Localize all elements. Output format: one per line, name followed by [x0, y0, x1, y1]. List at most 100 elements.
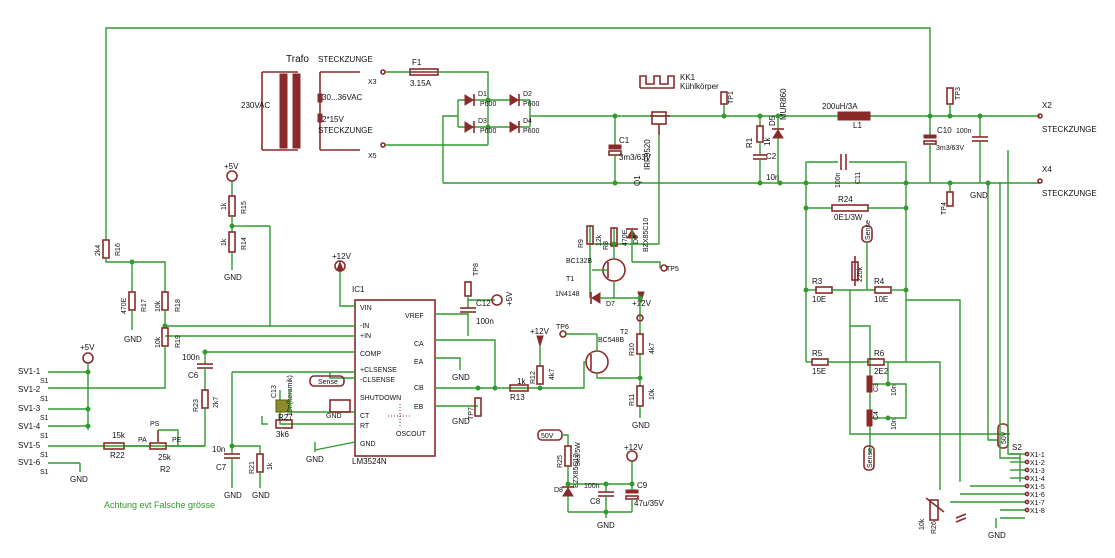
- r8-label: R8: [603, 241, 610, 250]
- gnd-r21-label: GND: [252, 491, 270, 500]
- ic1-pin-comp: COMP: [360, 351, 381, 358]
- gnd-ic-box-label: GND: [326, 413, 342, 420]
- r21-label: R21: [249, 461, 256, 474]
- v50-tag: 50V: [541, 433, 554, 440]
- ic1-pin-ca: CA: [414, 341, 424, 348]
- r25-label: R25: [557, 455, 564, 468]
- x1-2-label: X1-2: [1030, 460, 1045, 467]
- c7-value: 10n: [212, 445, 225, 454]
- ic1-pin-ct: CT: [360, 413, 370, 420]
- q1-label: Q1: [633, 175, 642, 186]
- gnd-c7-label: GND: [224, 491, 242, 500]
- f1-value: 3.15A: [410, 79, 432, 88]
- c13-label: C13: [271, 385, 278, 398]
- pot-pin-pa: PA: [138, 437, 147, 444]
- d3-value: P600: [480, 128, 496, 135]
- pot-pin-pe: PE: [172, 437, 182, 444]
- gnd-r17-label: GND: [124, 335, 142, 344]
- v12-r12-label: +12V: [530, 327, 550, 336]
- r10-value: 4k7: [649, 343, 656, 354]
- q1-part: IRF9520: [643, 139, 652, 170]
- c3-label: C3: [873, 383, 880, 392]
- r6-value: 2E2: [874, 367, 889, 376]
- sv1-4-s1: S1: [40, 433, 49, 440]
- sv1-5-label: SV1-5: [18, 441, 41, 450]
- connector-x1: 50V S2 X1-1 X1-2 X1-3 X1-4 X1-5 X1-6 X1-…: [849, 150, 1045, 540]
- ic1-pin-gnd: GND: [360, 441, 376, 448]
- c10-value: 3m3/63V: [936, 145, 964, 152]
- transformer: Trafo 230VAC 30...36VAC 2*15V STECKZUNGE…: [241, 54, 373, 151]
- r14-label: R14: [241, 237, 248, 250]
- x4-conn-label: STECKZUNGE: [1042, 189, 1097, 198]
- l1-value: 200uH/3A: [822, 102, 858, 111]
- v12-aux-label: +12V: [624, 443, 644, 452]
- r3-label: R3: [812, 277, 823, 286]
- r5-label: R5: [812, 349, 823, 358]
- c11-label: C11: [855, 172, 862, 184]
- d5-part: MUR860: [779, 88, 788, 120]
- r13-value: 1k: [517, 377, 526, 386]
- testpoint-tp1: TP1: [720, 91, 735, 119]
- snubber-r1-c2: R1 1k C2 10n: [745, 113, 779, 183]
- d4-label: D4: [523, 118, 532, 125]
- c3-value: 10n: [891, 384, 898, 396]
- x1-3-label: X1-3: [1030, 468, 1045, 475]
- secondary-range-label: 30...36VAC: [322, 93, 363, 102]
- tp3-label: TP3: [955, 87, 962, 100]
- x4-label: X4: [1042, 165, 1052, 174]
- r24-value: 0E1/3W: [834, 213, 863, 222]
- c10-label: C10: [937, 126, 952, 135]
- ic1-label: IC1: [352, 285, 365, 294]
- x2-label: X2: [1042, 101, 1052, 110]
- sv1-6-s1: S1: [40, 469, 49, 476]
- kk1-label: KK1: [680, 73, 696, 82]
- f1-label: F1: [412, 58, 422, 67]
- tp1-label: TP1: [728, 91, 735, 104]
- t1-label: T1: [566, 276, 574, 283]
- t1-part: BC132B: [566, 258, 592, 265]
- c9-value: 47u/35V: [634, 499, 664, 508]
- mosfet-q1: KK1 Kühlkörper Q1 IRF9520: [630, 73, 719, 245]
- ic1-pin-oscout: OSCOUT: [396, 431, 427, 438]
- feedback-network: +5V 1k R15 1k R14 GND 2k4 R16 470E R17 G…: [88, 162, 351, 500]
- r10-label: R10: [629, 343, 636, 356]
- sv1-3-s1: S1: [40, 415, 49, 422]
- r26-label: R26: [931, 521, 938, 534]
- x1-6-label: X1-6: [1030, 492, 1045, 499]
- r22-label: R22: [110, 451, 125, 460]
- v50-right-tag: 50V: [1001, 431, 1008, 444]
- c4-label: C4: [873, 411, 880, 420]
- c-extra-value: 100n: [956, 128, 972, 135]
- d2-label: D2: [523, 91, 532, 98]
- sv1-2-s1: S1: [40, 396, 49, 403]
- x1-8-label: X1-8: [1030, 508, 1045, 515]
- r16-value: 2k4: [95, 245, 102, 256]
- x3-conn-label: STECKZUNGE: [318, 55, 373, 64]
- gnd-ic-label: GND: [306, 455, 324, 464]
- top-feedback-wire: [105, 27, 931, 240]
- r22-value: 15k: [112, 431, 126, 440]
- r13-label: R13: [510, 393, 525, 402]
- r16-label: R16: [115, 243, 122, 256]
- d4-value: P600: [523, 128, 539, 135]
- gnd-aux-label: GND: [597, 521, 615, 530]
- ic1-pin-vref: VREF: [405, 313, 424, 320]
- v5-top-label: +5V: [224, 162, 239, 171]
- sv1-6-label: SV1-6: [18, 458, 41, 467]
- r21-value: 1k: [267, 462, 274, 470]
- c6-value: 100n: [182, 353, 200, 362]
- r1-value: 1k: [763, 137, 772, 146]
- r4-label: R4: [874, 277, 885, 286]
- r1-label: R1: [745, 137, 754, 148]
- c4-value: 10n: [891, 418, 898, 430]
- d8-label: D8: [554, 487, 563, 494]
- tp6-label: TP6: [556, 324, 569, 331]
- v5-ic-label: +5V: [505, 291, 514, 306]
- tp8-label: TP8: [473, 263, 480, 276]
- d6-label: D6: [633, 235, 640, 244]
- r9-label: R9: [578, 239, 585, 248]
- d7-part: 1N4148: [555, 291, 580, 298]
- t2-label: T2: [620, 329, 628, 336]
- r27-label: R27: [278, 413, 293, 422]
- fuse-f1: F1 3.15A: [409, 58, 489, 145]
